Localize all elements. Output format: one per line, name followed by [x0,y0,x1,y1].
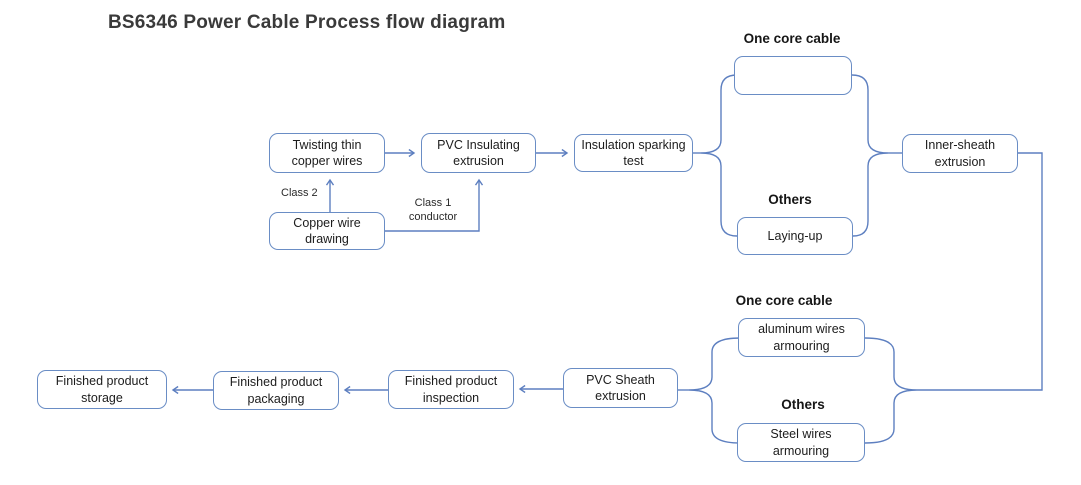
node-inner-sheath-extrusion: Inner-sheath extrusion [902,134,1018,173]
node-label: PVC Insulating extrusion [437,137,520,168]
node-insulation-sparking-test: Insulation sparking test [574,134,693,172]
page-title: BS6346 Power Cable Process flow diagram [108,12,506,33]
brace-top-left [700,74,738,237]
node-finished-product-storage: Finished product storage [37,370,167,409]
node-label: Laying-up [767,228,823,243]
arrow-copper-drawing-to-pvc-insulating [385,180,479,232]
heading-others-top: Others [768,192,812,207]
edge-label-line: conductor [408,210,458,223]
node-label: Finished product storage [55,374,149,405]
brace-bottom-left [688,337,741,444]
node-label: Steel wires armouring [770,427,832,458]
edge-label-class-1-conductor: Class 1 conductor [409,197,457,225]
heading-others-bottom: Others [781,397,825,412]
node-aluminum-wires-armouring: aluminum wires armouring [738,318,865,357]
node-pvc-insulating-extrusion: PVC Insulating extrusion [421,133,536,173]
heading-one-core-cable-top: One core cable [743,31,841,46]
node-finished-product-packaging: Finished product packaging [213,371,339,410]
heading-one-core-cable-bottom: One core cable [735,293,833,308]
brace-top-right [851,74,889,237]
node-finished-product-inspection: Finished product inspection [388,370,514,409]
line-inner-sheath-to-armouring-branch [917,152,1043,391]
node-label: Inner-sheath extrusion [924,138,996,169]
node-label: PVC Sheath extrusion [586,372,655,403]
node-laying-up: Laying-up [737,217,853,255]
node-label: Insulation sparking test [581,137,686,168]
node-steel-wires-armouring: Steel wires armouring [737,423,865,462]
node-one-core-cable-flow [734,56,852,95]
node-label: Finished product packaging [229,375,323,406]
edge-label-class-2: Class 2 [281,187,318,199]
node-label: Twisting thin copper wires [291,137,363,168]
brace-bottom-right [864,337,918,444]
node-label: Copper wire drawing [293,215,361,246]
node-label: aluminum wires armouring [758,322,845,353]
edge-label-line: Class 1 [414,197,452,209]
node-pvc-sheath-extrusion: PVC Sheath extrusion [563,368,678,408]
node-label: Finished product inspection [404,374,498,405]
node-copper-wire-drawing: Copper wire drawing [269,212,385,250]
node-twisting-thin-copper-wires: Twisting thin copper wires [269,133,385,173]
